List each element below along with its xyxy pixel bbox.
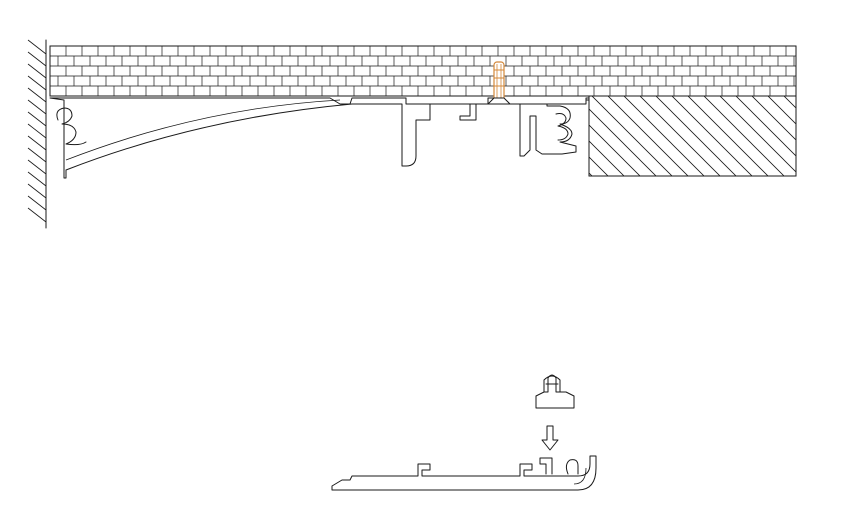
- wall-hatch-line: [27, 123, 47, 139]
- down-arrow: [541, 425, 559, 451]
- ceiling-slab: [49, 45, 797, 97]
- wall-hatch-line: [27, 207, 47, 223]
- wall-hatch-line: [27, 111, 47, 127]
- snap-clip: [535, 374, 575, 409]
- wall-hatch-line: [27, 147, 47, 163]
- cover-profile: [331, 455, 597, 491]
- wall-hatch-line: [27, 135, 47, 151]
- wall-hatch-line: [27, 87, 47, 103]
- hatched-beam: [588, 95, 797, 177]
- wall-hatch-line: [27, 159, 47, 175]
- wall-hatch-line: [27, 75, 47, 91]
- wall-hatch-line: [27, 171, 47, 187]
- wall-hatch-line: [27, 195, 47, 211]
- wall-hatch-line: [27, 183, 47, 199]
- wall-hatch-line: [27, 51, 47, 67]
- wall-hatch-line: [27, 39, 47, 55]
- anchor-screw: [486, 61, 512, 105]
- wall-hatch-line: [27, 99, 47, 115]
- main-track-profile: [49, 97, 590, 179]
- wall-hatch-line: [27, 63, 47, 79]
- wall: [27, 39, 47, 229]
